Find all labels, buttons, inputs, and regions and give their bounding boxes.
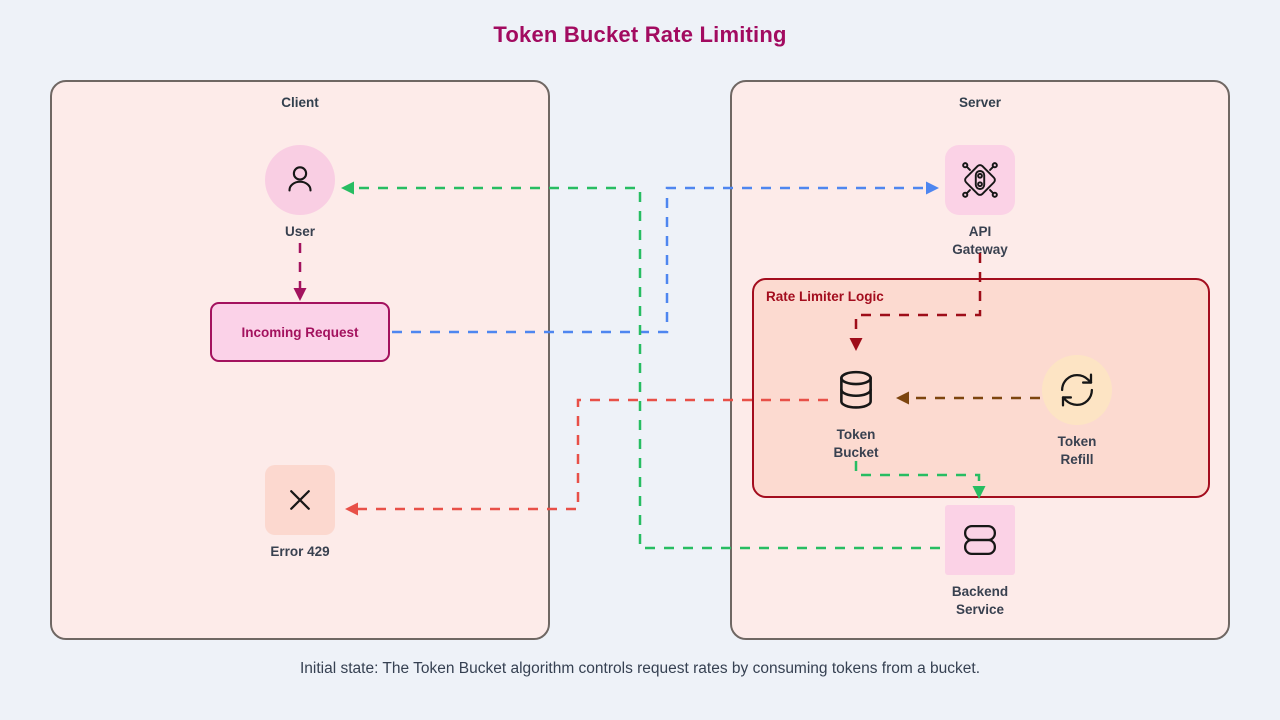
- error-label: Error 429: [270, 544, 330, 559]
- user-icon: [279, 159, 321, 201]
- user-label: User: [284, 224, 316, 239]
- incoming-request-node: Incoming Request: [210, 302, 390, 362]
- user-badge: [265, 145, 335, 215]
- refresh-icon: [1056, 369, 1098, 411]
- backend-service-node: Backend Service: [930, 505, 1030, 619]
- api-gateway-node: API Gateway: [930, 145, 1030, 259]
- server-stack-icon: [957, 517, 1003, 563]
- backend-service-label: Backend Service: [951, 584, 1009, 617]
- x-icon: [279, 479, 321, 521]
- page-title: Token Bucket Rate Limiting: [493, 22, 787, 47]
- error-badge: [265, 465, 335, 535]
- token-refill-label: Token Refill: [1057, 434, 1097, 467]
- token-bucket-label: Token Bucket: [833, 427, 879, 460]
- client-panel-title: Client: [281, 95, 319, 110]
- user-node: User: [250, 145, 350, 241]
- backend-service-badge: [945, 505, 1015, 575]
- api-gateway-badge: [945, 145, 1015, 215]
- api-gateway-label: API Gateway: [952, 224, 1008, 257]
- database-icon: [830, 364, 882, 416]
- error-429-node: Error 429: [250, 465, 350, 561]
- token-refill-node: Token Refill: [1027, 355, 1127, 469]
- token-bucket-badge: [828, 362, 884, 418]
- chip-icon: [957, 157, 1003, 203]
- token-refill-badge: [1042, 355, 1112, 425]
- diagram-caption: Initial state: The Token Bucket algorith…: [299, 660, 981, 677]
- server-panel-title: Server: [958, 95, 1002, 110]
- rate-limiter-title: Rate Limiter Logic: [766, 289, 884, 304]
- token-bucket-node: Token Bucket: [806, 362, 906, 462]
